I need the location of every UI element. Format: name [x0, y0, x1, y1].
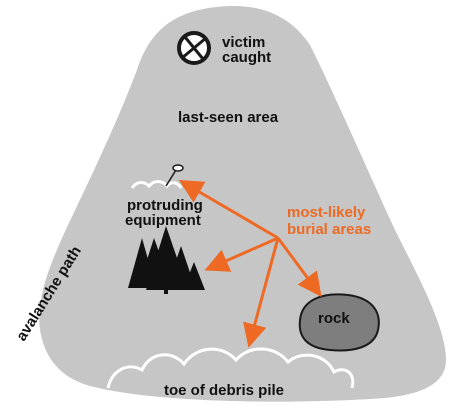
protruding-equipment-icon — [130, 164, 184, 189]
victim-icon — [177, 31, 211, 65]
arrow-to-debris — [243, 237, 280, 348]
arrow-to-equipment — [178, 179, 279, 240]
victim-label-line2: caught — [222, 49, 271, 66]
arrow-to-trees — [204, 236, 279, 272]
burial-area-arrows — [178, 179, 322, 348]
protruding-label-line1: protruding — [127, 197, 203, 214]
rock-label: rock — [318, 310, 350, 327]
arrow-to-rock — [276, 237, 322, 297]
trees-icon — [128, 226, 205, 294]
debris-pile — [106, 347, 355, 389]
most-likely-label-line2: burial areas — [287, 221, 371, 238]
victim-label-line1: victim — [222, 34, 265, 51]
toe-label: toe of debris pile — [164, 382, 284, 399]
protruding-label-line2: equipment — [125, 212, 201, 229]
most-likely-label-line1: most-likely — [287, 204, 366, 221]
last-seen-label: last-seen area — [178, 109, 279, 126]
rock-shape — [298, 293, 380, 352]
